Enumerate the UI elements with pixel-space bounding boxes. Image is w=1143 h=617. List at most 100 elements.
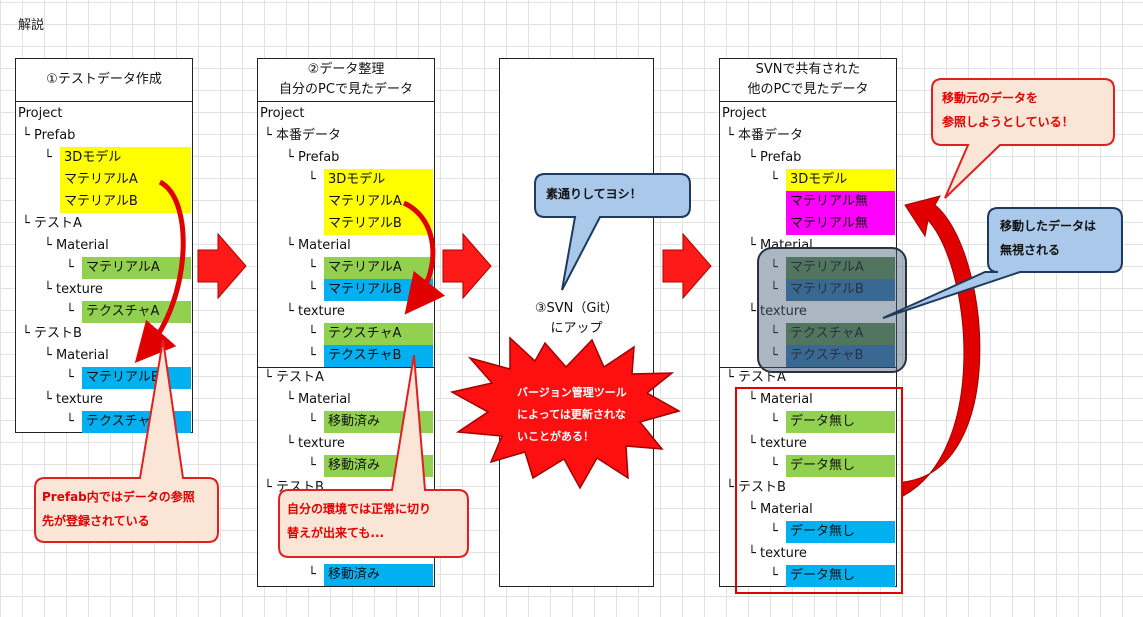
tree-branch: └ <box>308 567 316 582</box>
column-title: SVNで共有された <box>755 62 861 77</box>
tree-test-b: └ テストB <box>726 480 786 495</box>
tree-branch: └ <box>308 172 316 187</box>
tree-texture-b-file: テクスチャB <box>786 345 895 367</box>
tree-test-a: └ テストA <box>264 370 324 385</box>
tree-texture-b-file: テクスチャB <box>324 345 433 367</box>
callout-ignored: 移動したデータは 無視される <box>1000 219 1097 257</box>
tree-project: Project <box>18 106 63 121</box>
tree-material-folder: └ Material <box>44 238 109 253</box>
flow-arrow-1 <box>197 232 247 300</box>
tree-branch: └ <box>44 150 52 165</box>
column-title: ②データ整理 <box>307 62 385 77</box>
tree-prefab: └ Prefab <box>22 128 76 143</box>
tree-material-a-file: マテリアルA <box>82 257 191 279</box>
tree-test-a: └ テストA <box>22 216 82 231</box>
tree-no-data: データ無し <box>786 455 895 477</box>
tree-branch: └ <box>770 323 778 345</box>
tree-material-folder: └ Material <box>286 392 351 407</box>
tree-material-folder: └ Material <box>44 348 109 363</box>
callout-prefab-reference-shape <box>34 339 219 543</box>
flow-arrow-2 <box>442 232 492 300</box>
tree-3d-model: 3Dモデル <box>324 169 433 191</box>
upload-label: ③SVN（Git） にアップ <box>534 301 619 336</box>
callout-vcs-warning: バージョン管理ツール によっては更新されな いことがある！ <box>517 386 627 443</box>
column-subtitle: 自分のPCで見たデータ <box>279 82 413 97</box>
tree-main-data: └ 本番データ <box>264 128 341 143</box>
tree-material-b-file: マテリアルB <box>786 279 895 301</box>
tree-material-b: マテリアルB <box>60 191 191 213</box>
tree-prefab: └ Prefab <box>748 150 802 165</box>
tree-material-folder: └ Material <box>748 392 813 407</box>
tree-no-data: データ無し <box>786 565 895 587</box>
page-title: 解説 <box>18 18 45 33</box>
reference-arrow-2 <box>402 200 446 315</box>
column-header: ②データ整理 自分のPCで見たデータ <box>258 59 434 102</box>
tree-branch: └ <box>770 414 778 429</box>
tree-branch: └ <box>66 304 74 319</box>
tree-material-folder: └ Material <box>748 502 813 517</box>
tree-project: Project <box>260 106 305 121</box>
flow-arrow-3 <box>662 232 712 300</box>
tree-branch: └ <box>308 260 316 275</box>
callout-old-reference: 移動元のデータを 参照しようとしている！ <box>942 91 1074 129</box>
tree-texture-a-file: テクスチャA <box>324 323 433 345</box>
tree-texture-folder: └ texture <box>44 282 103 297</box>
tree-branch: └ <box>770 345 778 367</box>
reference-arrow-1 <box>134 179 186 364</box>
callout-ignored-shape <box>882 207 1123 319</box>
warning-burst <box>449 336 681 490</box>
callout-local-ok-shape <box>278 354 469 558</box>
callout-old-reference-shape <box>931 78 1115 199</box>
callout-prefab-reference: Prefab内ではデータの参照 先が登録されている <box>42 490 195 528</box>
tree-material-folder: └ Material <box>748 238 813 253</box>
tree-3d-model: 3Dモデル <box>786 169 895 191</box>
tree-branch: └ <box>66 414 74 429</box>
tree-branch: └ <box>308 282 316 297</box>
tree-material-a: マテリアルA <box>60 169 191 191</box>
column-upload: ③SVN（Git） にアップ <box>499 58 654 587</box>
tree-branch: └ <box>66 260 74 275</box>
tree-main-data: └ 本番データ <box>726 128 803 143</box>
tree-prefab: └ Prefab <box>286 150 340 165</box>
tree-material-a: マテリアルA <box>324 191 433 213</box>
tree-branch: └ <box>770 279 778 301</box>
tree-branch: └ <box>770 172 778 187</box>
tree-branch: └ <box>770 458 778 473</box>
tree-material-folder: └ Material <box>286 238 351 253</box>
tree-texture-folder: └ texture <box>748 304 807 319</box>
broken-reference-arrow <box>902 195 981 497</box>
tree-moved: 移動済み <box>324 564 433 586</box>
tree-branch: └ <box>66 370 74 385</box>
tree-branch: └ <box>770 257 778 279</box>
tree-material-missing: マテリアル無 <box>786 213 895 235</box>
tree-branch: └ <box>770 568 778 583</box>
tree-texture-folder: └ texture <box>44 392 103 407</box>
tree-no-data: データ無し <box>786 521 895 543</box>
divider <box>258 367 434 368</box>
tree-material-a-file: マテリアルA <box>786 257 895 279</box>
tree-material-missing: マテリアル無 <box>786 191 895 213</box>
callout-local-ok: 自分の環境では正常に切り 替えが出来ても... <box>287 502 432 540</box>
tree-3d-model: 3Dモデル <box>60 147 191 169</box>
tree-test-b: └ テストB <box>22 326 82 341</box>
tree-texture-folder: └ texture <box>748 546 807 561</box>
tree-texture-folder: └ texture <box>748 436 807 451</box>
tree-project: Project <box>722 106 767 121</box>
callout-pass: 素通りしてヨシ！ <box>546 187 642 201</box>
column-header: ①テストデータ作成 <box>16 59 192 102</box>
callout-pass-shape <box>534 173 691 291</box>
column-header: SVNで共有された 他のPCで見たデータ <box>720 59 896 102</box>
divider <box>720 367 896 368</box>
tree-texture-a-file: テクスチャA <box>786 323 895 345</box>
column-subtitle: 他のPCで見たデータ <box>747 82 869 97</box>
tree-texture-a-file: テクスチャA <box>82 301 191 323</box>
tree-branch: └ <box>308 414 316 429</box>
tree-material-b: マテリアルB <box>324 213 433 235</box>
column-shared: SVNで共有された 他のPCで見たデータ Project └ 本番データ └ P… <box>719 58 897 587</box>
moved-data-highlight <box>735 387 903 594</box>
tree-no-data: データ無し <box>786 411 895 433</box>
tree-test-a: └ テストA <box>726 370 786 385</box>
tree-texture-folder: └ texture <box>286 436 345 451</box>
ignored-data-overlay <box>757 247 907 373</box>
